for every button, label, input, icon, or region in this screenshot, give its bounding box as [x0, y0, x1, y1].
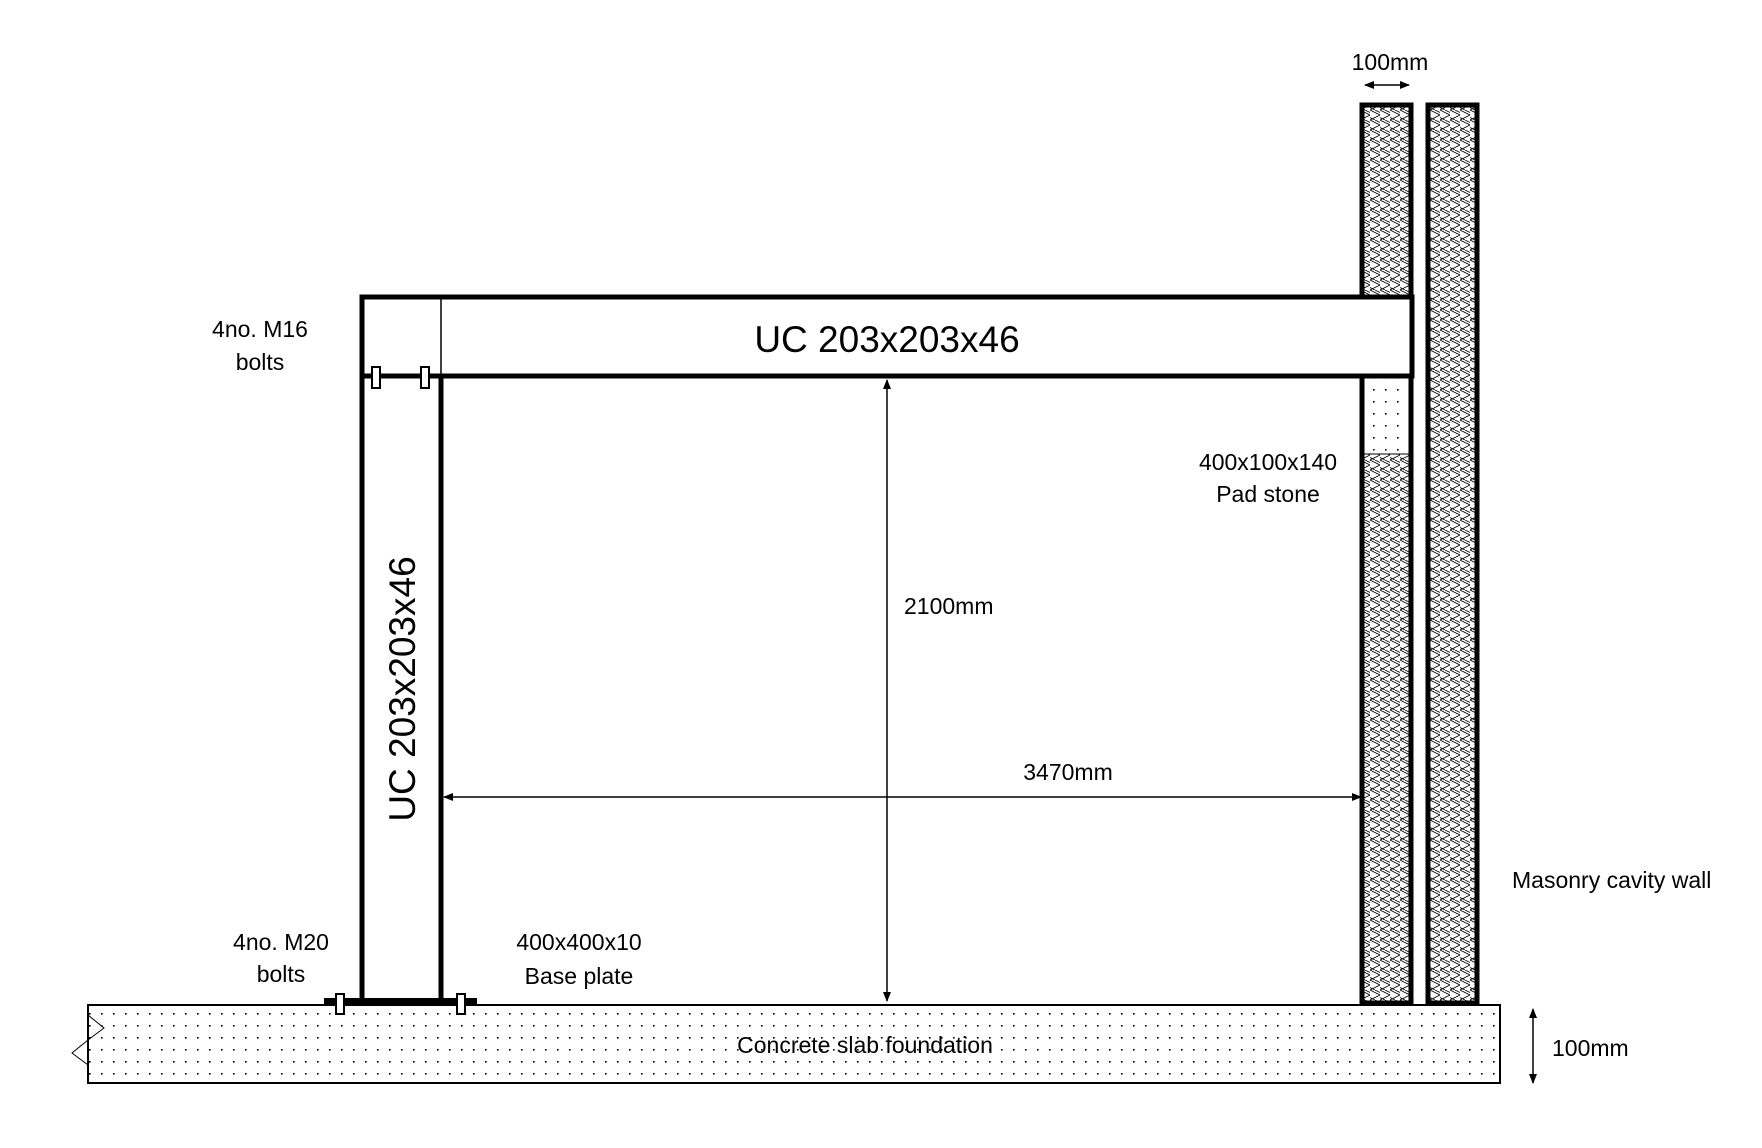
pad-stone-label-2: Pad stone	[1216, 481, 1320, 507]
top-bolts-label-2: bolts	[236, 349, 285, 375]
base-bolts-label-1: 4no. M20	[233, 929, 329, 955]
span-dimension: 3470mm	[1023, 759, 1112, 785]
base-plate	[324, 998, 477, 1004]
base-plate-label-1: 400x400x10	[516, 929, 641, 955]
wall-label: Masonry cavity wall	[1512, 867, 1711, 893]
steel-column	[359, 297, 444, 1001]
connection-bolt	[371, 366, 381, 389]
leaf-width-dimension: 100mm	[1352, 49, 1429, 75]
concrete-slab	[71, 1004, 1501, 1084]
anchor-bolt	[456, 993, 466, 1015]
slab-label: Concrete slab foundation	[737, 1032, 993, 1058]
steel-beam	[359, 294, 1415, 379]
beam-label: UC 203x203x46	[754, 319, 1019, 360]
masonry-outer-leaf	[1425, 102, 1480, 1006]
column-label: UC 203x203x46	[382, 556, 423, 821]
pad-stone	[1363, 375, 1410, 455]
connection-bolt	[420, 366, 430, 389]
base-bolts-label-2: bolts	[257, 961, 306, 987]
break-line	[71, 1039, 89, 1066]
anchor-bolt	[335, 993, 345, 1015]
top-bolts-label-1: 4no. M16	[212, 316, 308, 342]
height-dimension: 2100mm	[904, 593, 993, 619]
pad-stone-label-1: 400x100x140	[1199, 449, 1337, 475]
masonry-inner-leaf	[1359, 102, 1414, 1006]
base-plate-label-2: Base plate	[525, 963, 634, 989]
slab-depth-dimension: 100mm	[1552, 1035, 1629, 1061]
